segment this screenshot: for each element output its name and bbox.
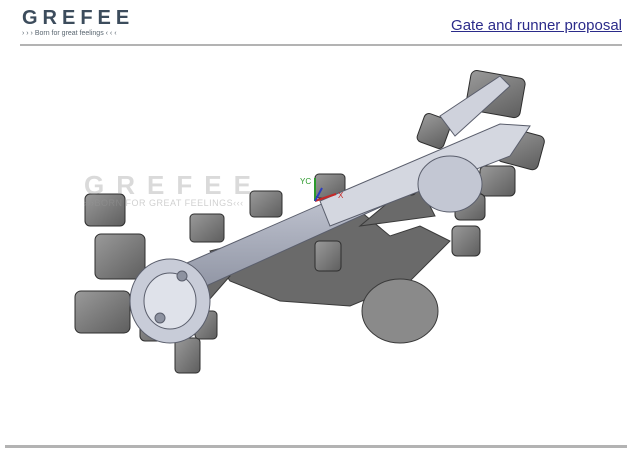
casting-figure: YC X — [74, 70, 545, 374]
axis-y-label: YC — [300, 177, 311, 186]
header-divider — [20, 44, 622, 46]
feeder-blocks — [74, 70, 545, 374]
footer-divider — [5, 445, 627, 448]
axis-x-label: X — [338, 191, 344, 200]
axis-triad: YC X — [300, 177, 344, 202]
slide-title: Gate and runner proposal — [451, 17, 622, 34]
axle-body — [129, 75, 531, 344]
brand-tagline: › › › Born for great feelings ‹ ‹ ‹ — [22, 30, 117, 37]
brand-name: GREFEE — [22, 7, 135, 29]
brand-logo: GREFEE › › › Born for great feelings ‹ ‹… — [22, 8, 134, 37]
